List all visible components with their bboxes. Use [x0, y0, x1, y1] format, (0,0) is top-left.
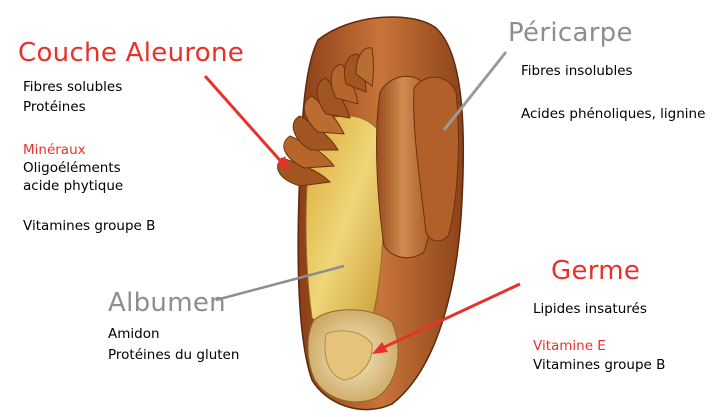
- aleurone-title: Couche Aleurone: [18, 38, 244, 68]
- germe-title: Germe: [551, 256, 640, 286]
- aleurone-minerals-line: acide phytique: [23, 178, 123, 194]
- germe-vitamin-e: Vitamine E: [533, 338, 606, 354]
- pericarpe-title: Péricarpe: [508, 18, 633, 48]
- aleurone-arrow: [205, 76, 285, 166]
- aleurone-line: Fibres solubles: [23, 79, 122, 95]
- aleurone-minerals-line: Oligoéléments: [23, 160, 121, 176]
- germe-line-1: Lipides insaturés: [533, 301, 647, 317]
- albumen-line: Amidon: [108, 326, 160, 342]
- pericarpe-line-2: Acides phénoliques, lignine: [521, 106, 705, 122]
- aleurone-line: Protéines: [23, 99, 86, 115]
- albumen-line: Protéines du gluten: [108, 347, 239, 363]
- aleurone-minerals-heading: Minéraux: [23, 142, 86, 158]
- aleurone-vitamins: Vitamines groupe B: [23, 218, 155, 234]
- pericarpe-line-1: Fibres insolubles: [521, 63, 633, 79]
- albumen-title: Albumen: [108, 288, 226, 318]
- germe-vitamins-b: Vitamines groupe B: [533, 357, 665, 373]
